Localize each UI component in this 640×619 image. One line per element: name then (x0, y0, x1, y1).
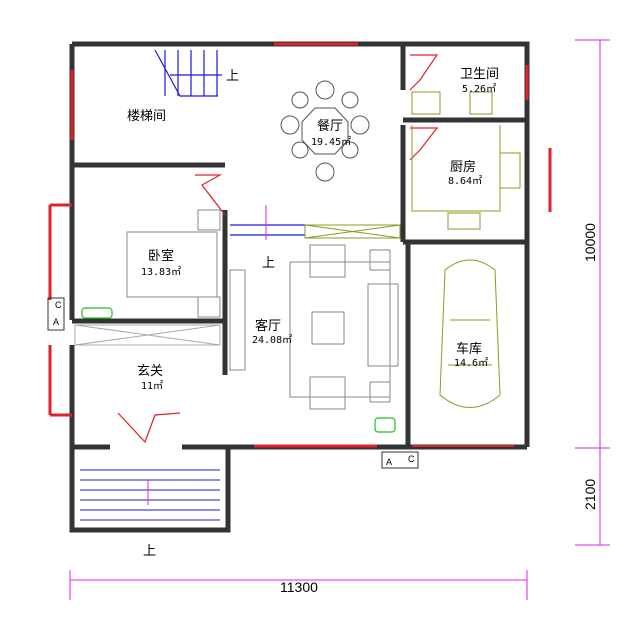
room-label-living: 客厅 (255, 318, 281, 334)
dimension-lines (69, 39, 610, 600)
ac-units (81, 307, 396, 433)
stair-up-label: 上 (226, 69, 239, 84)
living-furniture (74, 209, 401, 410)
doors (117, 54, 439, 444)
ac-label-c: C (408, 454, 415, 464)
ac-label-a: A (53, 317, 59, 327)
ac-label-a: A (386, 457, 392, 467)
room-area-garage: 14.6㎡ (454, 357, 488, 369)
windows (48, 42, 552, 448)
room-area-bathroom: 5.26㎡ (462, 83, 496, 95)
car (411, 91, 521, 408)
room-area-living: 24.08㎡ (252, 334, 292, 346)
room-area-kitchen: 8.64㎡ (448, 175, 482, 187)
room-label-garage: 车库 (456, 341, 482, 357)
room-area-dining: 19.45㎡ (311, 136, 351, 148)
ac-label-c: C (55, 300, 62, 310)
room-label-dining: 餐厅 (317, 118, 343, 134)
porch-up-label: 上 (143, 544, 156, 559)
room-label-kitchen: 厨房 (450, 159, 476, 175)
dimension-width: 11300 (280, 579, 318, 595)
room-area-foyer: 11㎡ (141, 380, 163, 392)
room-label-bathroom: 卫生间 (460, 67, 499, 82)
ac-tag-bottom: A C (381, 451, 419, 469)
living-up-label: 上 (262, 256, 275, 271)
room-label-foyer: 玄关 (137, 364, 163, 379)
dining-table (280, 80, 370, 182)
room-label-bedroom: 卧室 (148, 248, 174, 264)
room-label-stair: 楼梯间 (127, 109, 166, 124)
dimension-depth-main: 10000 (582, 223, 598, 262)
dimension-depth-porch: 2100 (582, 479, 598, 510)
room-area-bedroom: 13.83㎡ (141, 266, 181, 278)
staircase (80, 49, 305, 521)
ac-tag-left: A C (47, 297, 65, 331)
